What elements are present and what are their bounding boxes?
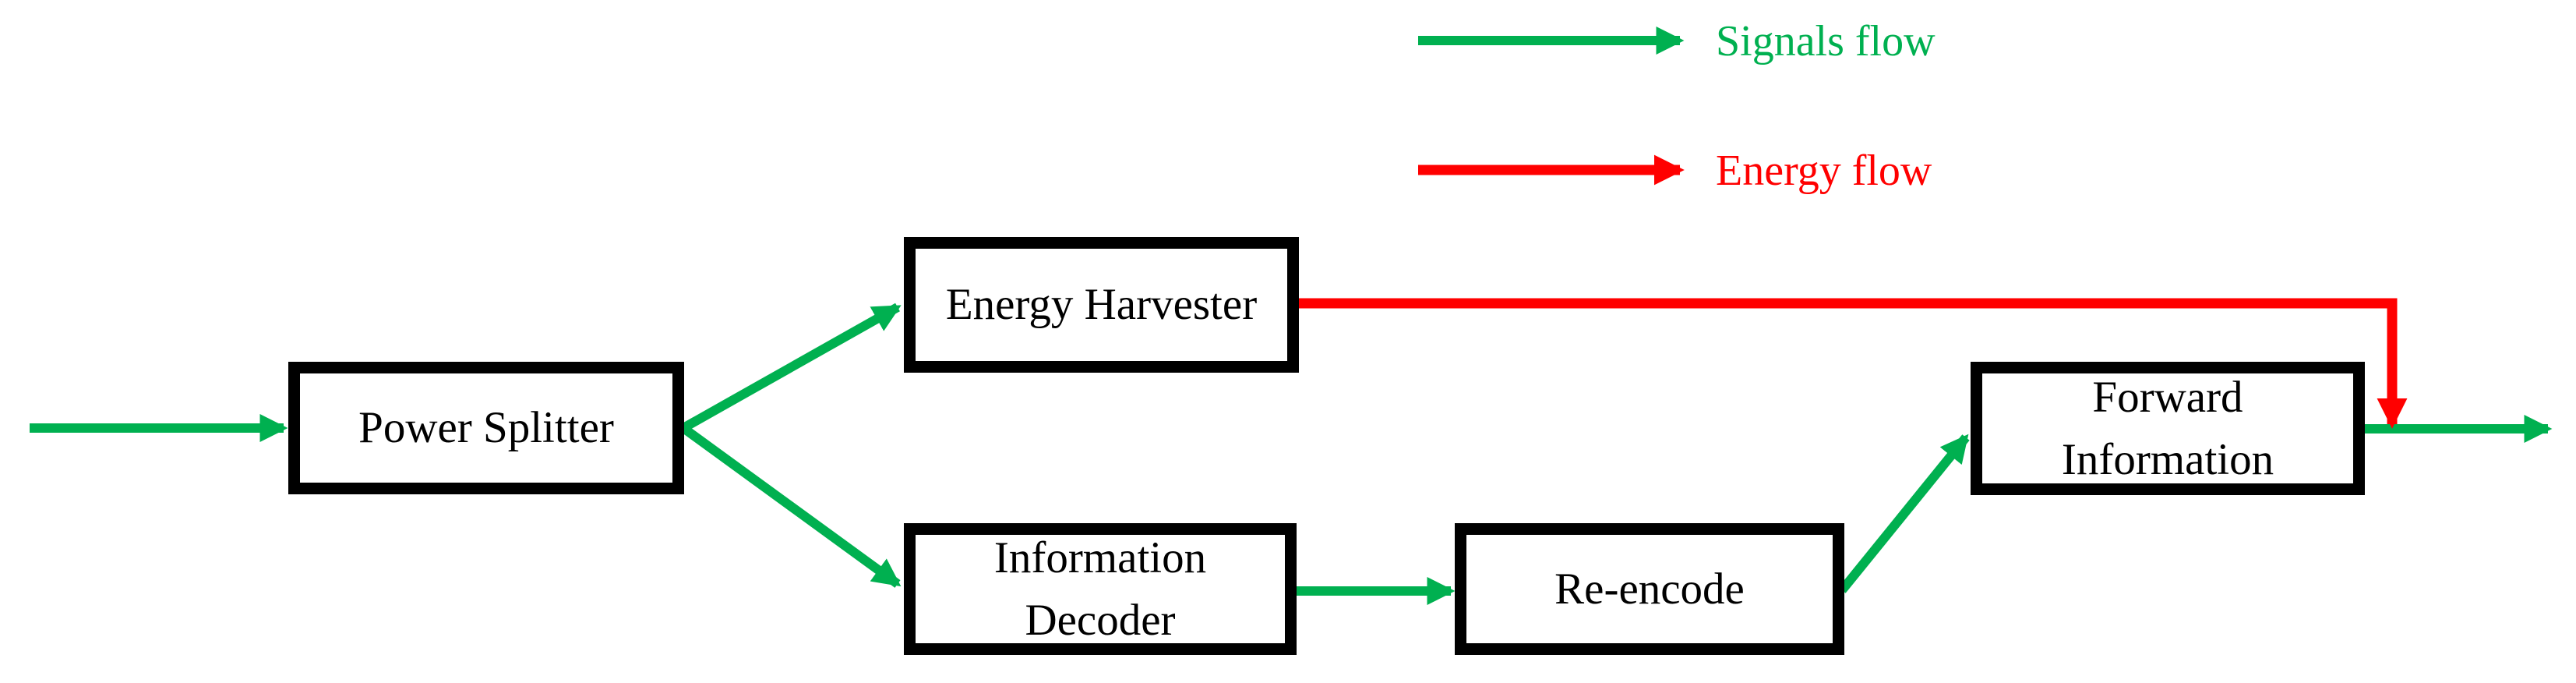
arrow-re-encode-to-forward-information <box>1838 434 1970 593</box>
information-decoder-label: Information Decoder <box>993 533 1207 645</box>
forward-information-label: Forward Information <box>2061 372 2274 484</box>
re-encode-box <box>1455 523 1844 655</box>
legend-energy-flow-label: Energy flow <box>1716 147 1932 195</box>
forward-information-box <box>1971 362 2365 495</box>
re-encode-label: Re-encode <box>1554 564 1745 614</box>
arrow-energy-harvester-to-output-junction <box>1297 298 2408 429</box>
legend-signals-flow-label: Signals flow <box>1716 17 1936 65</box>
power-splitter-box <box>288 362 684 494</box>
node-boxes <box>288 237 2365 655</box>
signal-arrows <box>30 303 2553 605</box>
energy-harvester-box <box>904 237 1299 373</box>
power-splitter-label: Power Splitter <box>358 403 614 452</box>
energy-arrows <box>1297 298 2408 429</box>
energy-harvester-label: Energy Harvester <box>945 280 1258 329</box>
information-decoder-box <box>904 523 1297 655</box>
arrow-power-splitter-to-energy-harvester <box>681 303 902 433</box>
arrow-power-splitter-to-information-decoder <box>680 424 902 588</box>
legend-arrows <box>1418 27 1685 186</box>
